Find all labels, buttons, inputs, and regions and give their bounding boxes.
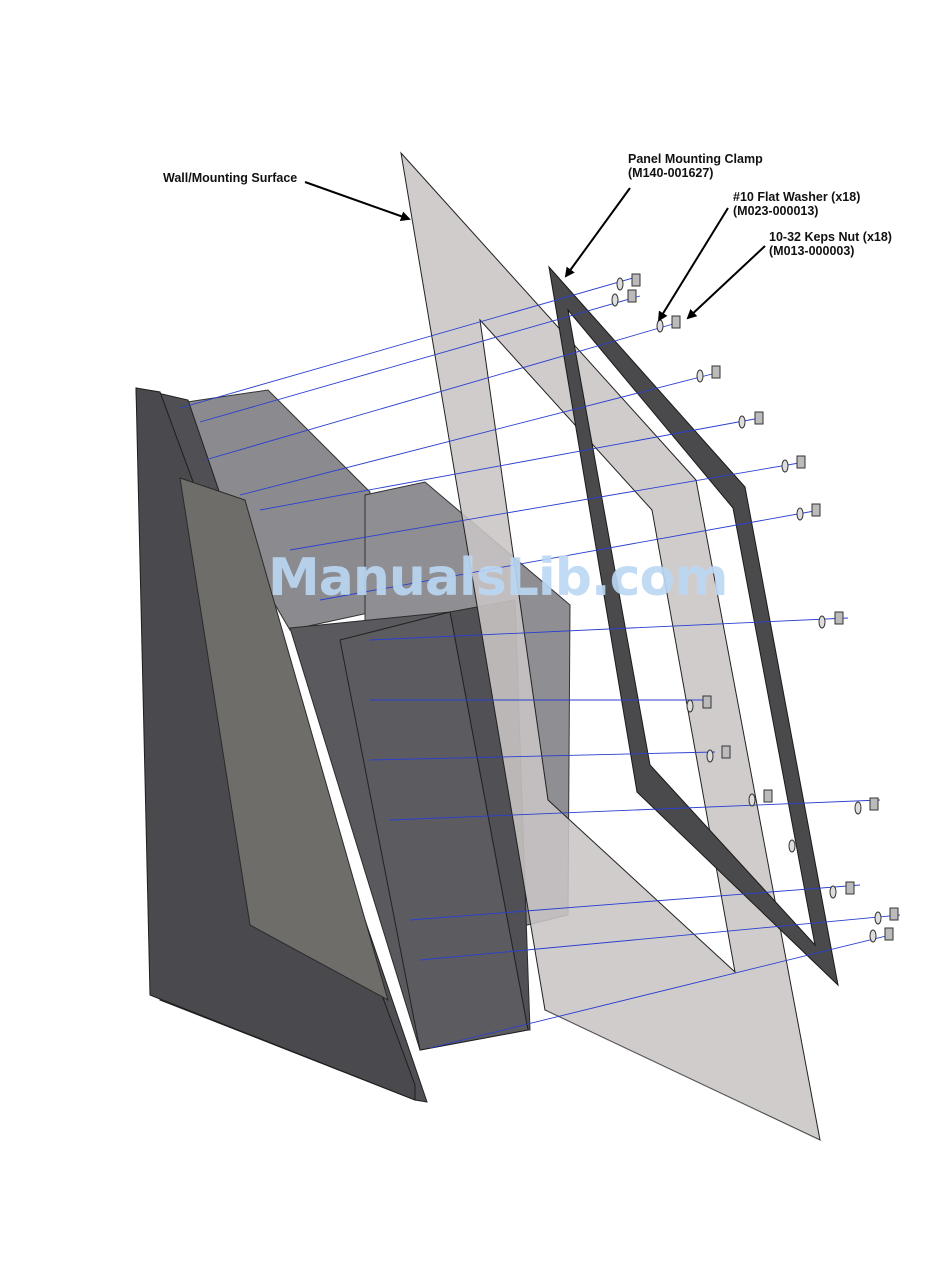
callout-arrows [305, 182, 765, 320]
clamp-part-number: (M140-001627) [628, 166, 763, 180]
wall-label: Wall/Mounting Surface [163, 171, 297, 185]
nut-callout-arrow [688, 246, 765, 318]
washer-nut-pair [870, 928, 893, 942]
washer-nut-pair [697, 366, 720, 382]
washer-callout-label: #10 Flat Washer (x18) (M023-000013) [733, 190, 860, 218]
washer-nut-pair [830, 882, 854, 898]
clamp-callout-arrow [566, 188, 630, 276]
washer-name: #10 Flat Washer (x18) [733, 190, 860, 204]
washer-nut-pair [789, 840, 795, 852]
washer-part-number: (M023-000013) [733, 204, 860, 218]
washer-nut-pair [617, 274, 640, 290]
wall-callout-label: Wall/Mounting Surface [163, 171, 297, 185]
washer-callout-arrow [659, 208, 728, 320]
washer-nut-pair [612, 290, 636, 306]
washer-nut-pair [819, 612, 843, 628]
nut-part-number: (M013-000003) [769, 244, 892, 258]
nut-name: 10-32 Keps Nut (x18) [769, 230, 892, 244]
clamp-callout-label: Panel Mounting Clamp (M140-001627) [628, 152, 763, 180]
nut-callout-label: 10-32 Keps Nut (x18) (M013-000003) [769, 230, 892, 258]
watermark-text: ManualsLib.com [268, 548, 727, 608]
clamp-name: Panel Mounting Clamp [628, 152, 763, 166]
wall-callout-arrow [305, 182, 409, 219]
